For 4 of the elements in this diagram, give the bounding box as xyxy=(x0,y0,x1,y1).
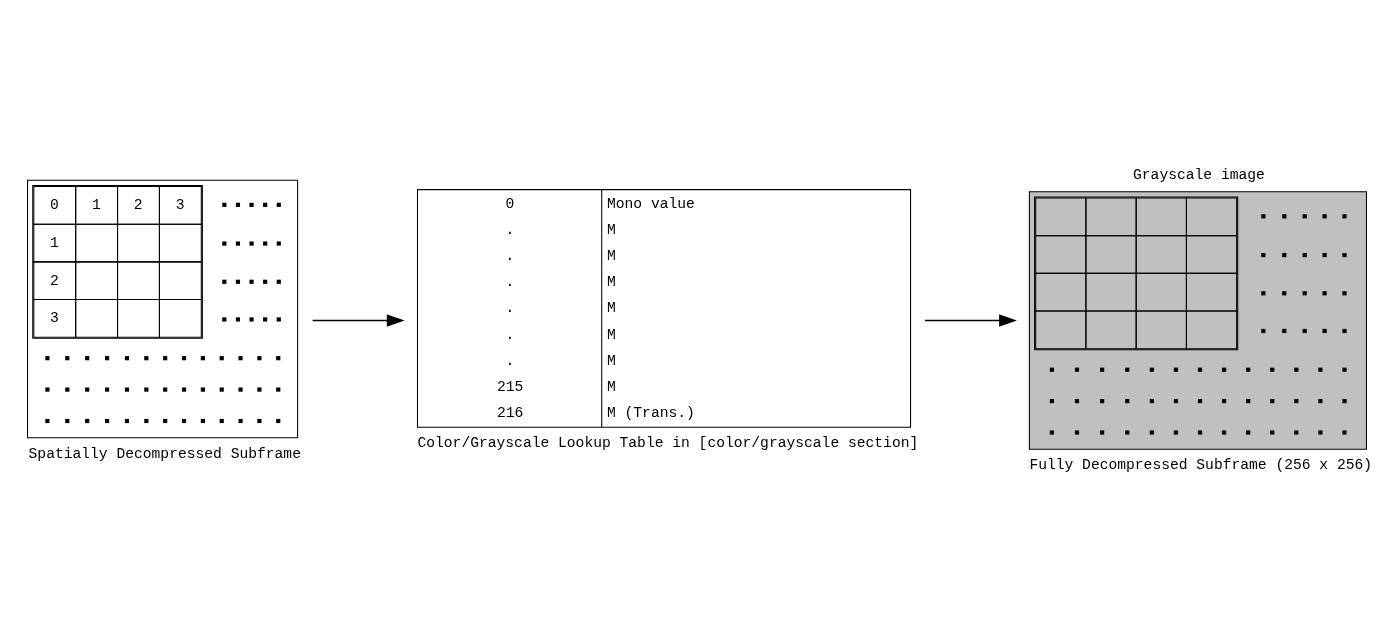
node-label: Grayscale image xyxy=(1133,167,1265,184)
node-label: Fully Decompressed Subframe (256 x 256) xyxy=(1029,457,1373,474)
node-label: Spatially Decompressed Subframe xyxy=(28,445,301,462)
node-label: Color/Grayscale Lookup Table in [color/grayscale section] xyxy=(417,435,919,452)
